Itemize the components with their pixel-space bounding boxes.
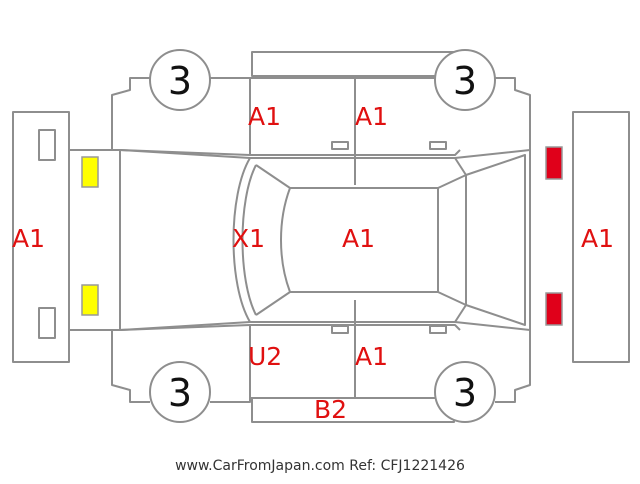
taillight-bottom xyxy=(545,292,563,326)
windshield-glass xyxy=(255,164,291,316)
rear-left-wheel xyxy=(434,49,496,111)
left-sill-outline xyxy=(251,51,455,77)
front-right-wheel xyxy=(149,361,211,423)
right-sill-outline xyxy=(251,397,455,423)
windshield-inner-front xyxy=(241,164,257,316)
code-front-left-door: A1 xyxy=(248,102,281,131)
code-rear-bumper: A1 xyxy=(581,224,614,253)
top-panel-rear-edge xyxy=(495,77,531,150)
top-panel-front-edge xyxy=(111,77,150,150)
headlight-bottom xyxy=(81,284,99,316)
top-panel-lower-edge xyxy=(119,149,461,156)
taillight-top xyxy=(545,146,563,180)
bottom-panel-rear-edge xyxy=(495,330,531,403)
code-right-sill: B2 xyxy=(314,395,347,424)
code-rear-left-door: A1 xyxy=(355,102,388,131)
left-front-door-handle xyxy=(331,141,349,150)
bottom-panel-front-edge xyxy=(111,330,150,403)
code-front-bumper: A1 xyxy=(12,224,45,253)
code-rear-right-door: A1 xyxy=(355,342,388,371)
rear-pillar-top xyxy=(454,157,467,176)
tire-rear-right: 3 xyxy=(453,371,477,415)
front-bumper-slot-bottom xyxy=(38,307,56,339)
code-hood: X1 xyxy=(232,224,265,253)
code-front-right-door: U2 xyxy=(248,342,282,371)
headlight-top xyxy=(81,156,99,188)
bottom-panel-front-arch xyxy=(210,325,251,403)
left-rear-door-handle xyxy=(429,141,447,150)
body-top-edge xyxy=(119,149,531,159)
top-panel-front-arch xyxy=(210,77,251,155)
front-bumper-slot-top xyxy=(38,129,56,161)
front-bumper-outline xyxy=(12,111,70,363)
rear-pillar-bottom xyxy=(454,304,467,323)
body-bottom-edge xyxy=(119,321,531,331)
tire-front-right: 3 xyxy=(168,371,192,415)
code-roof: A1 xyxy=(342,224,375,253)
right-rear-door-handle xyxy=(429,325,447,334)
watermark-text: www.CarFromJapan.com Ref: CFJ1221426 xyxy=(175,458,465,474)
windshield-outer-front xyxy=(232,157,251,323)
front-left-wheel xyxy=(149,49,211,111)
tire-rear-left: 3 xyxy=(453,59,477,103)
right-front-door-handle xyxy=(331,325,349,334)
tailgate-outline xyxy=(465,154,526,326)
bottom-panel-upper-edge xyxy=(119,324,461,331)
rear-window-outline xyxy=(437,174,467,306)
front-nose-outline xyxy=(68,149,121,331)
roof-outline xyxy=(290,187,439,293)
rear-bumper-outline xyxy=(572,111,630,363)
rear-right-wheel xyxy=(434,361,496,423)
tire-front-left: 3 xyxy=(168,59,192,103)
